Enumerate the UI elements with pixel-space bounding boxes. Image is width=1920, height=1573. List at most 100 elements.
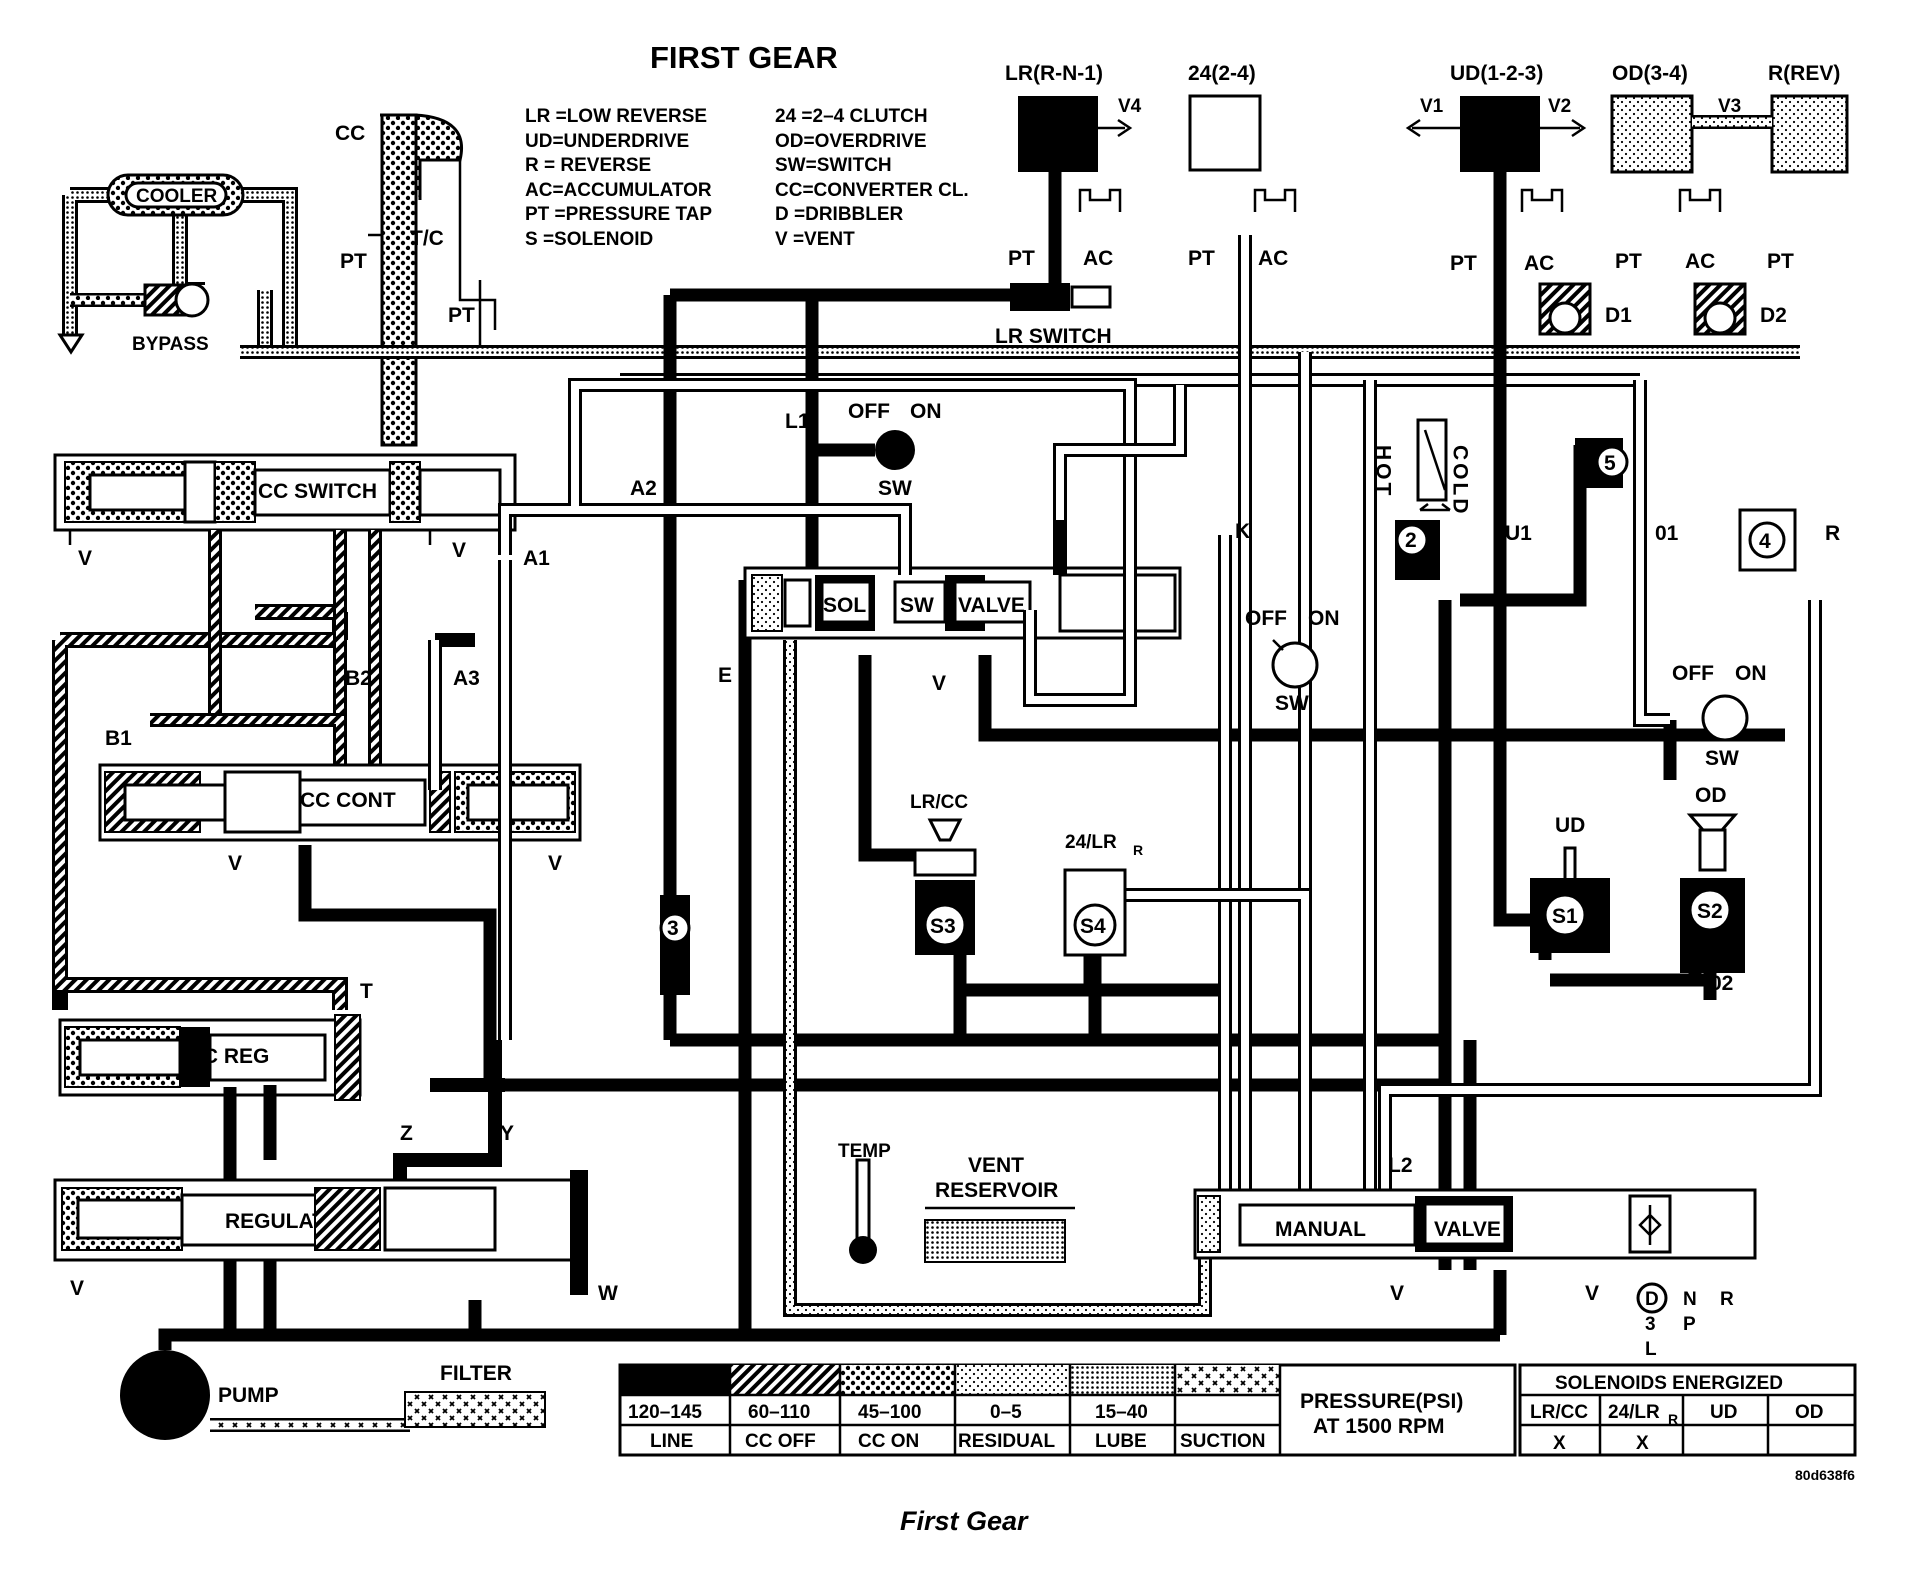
svg-text:UD: UD: [1710, 1402, 1737, 1423]
svg-text:CC OFF: CC OFF: [745, 1431, 816, 1452]
svg-text:V: V: [228, 852, 242, 875]
svg-text:3: 3: [1645, 1314, 1656, 1335]
abbrev-od: OD=OVERDRIVE: [775, 131, 927, 152]
svg-text:A3: A3: [453, 667, 480, 690]
cc-cont-label: CC CONT: [300, 789, 396, 812]
svg-text:D2: D2: [1760, 304, 1787, 327]
svg-text:B1: B1: [105, 727, 132, 750]
bypass-label: BYPASS: [132, 334, 209, 355]
pressure-regulator-valve: REGULATOR V W Z Y: [53, 1122, 618, 1305]
svg-text:15–40: 15–40: [1095, 1402, 1148, 1423]
svg-text:N: N: [1683, 1289, 1697, 1310]
svg-text:V: V: [548, 852, 562, 875]
svg-text:LR/CC: LR/CC: [910, 792, 968, 813]
svg-text:L2: L2: [1388, 1154, 1413, 1177]
svg-text:4: 4: [1759, 530, 1771, 553]
check-5: 5 01: [1575, 438, 1679, 545]
cc-switch-label: CC SWITCH: [258, 480, 377, 503]
svg-text:PT: PT: [1450, 252, 1477, 275]
svg-text:OFF: OFF: [848, 400, 890, 423]
svg-text:0–5: 0–5: [990, 1402, 1022, 1423]
svg-text:T/C: T/C: [410, 227, 444, 250]
abbrev-legend-right: 24 =2–4 CLUTCH OD=OVERDRIVE SW=SWITCH CC…: [775, 106, 969, 250]
check-3: 3: [659, 895, 691, 1040]
solenoid-switch-valve: SOL SW VALVE V E: [718, 566, 1182, 695]
svg-text:V: V: [932, 672, 946, 695]
cc-off-lines: B1 B2: [52, 530, 382, 1010]
pump-label: PUMP: [218, 1384, 279, 1407]
svg-text:PT: PT: [448, 304, 475, 327]
svg-text:SOLENOIDS ENERGIZED: SOLENOIDS ENERGIZED: [1555, 1373, 1783, 1394]
dribbler-d2: D2: [1693, 282, 1787, 336]
svg-text:X: X: [1636, 1433, 1649, 1454]
swatch-cc-on: [840, 1365, 955, 1395]
abbrev-sw: SW=SWITCH: [775, 155, 892, 176]
accumulators: [1078, 188, 1722, 212]
torque-converter: CC T/C PT PT: [335, 113, 497, 447]
svg-text:AC: AC: [1685, 250, 1715, 273]
svg-text:U1: U1: [1505, 522, 1532, 545]
swatch-cc-off: [730, 1365, 840, 1395]
svg-text:2: 2: [1405, 529, 1417, 552]
svg-text:RESIDUAL: RESIDUAL: [958, 1431, 1056, 1452]
svg-text:E: E: [718, 664, 732, 687]
gear-selector: D 3 L N P R: [1636, 1282, 1734, 1360]
svg-text:R: R: [1720, 1289, 1734, 1310]
svg-text:PRESSURE(PSI): PRESSURE(PSI): [1300, 1390, 1463, 1413]
solenoid-s4: 24/LR R S4: [1063, 832, 1143, 990]
temp-sensor: TEMP: [838, 1141, 891, 1264]
svg-text:5: 5: [1604, 452, 1616, 475]
swatch-residual: [955, 1365, 1070, 1395]
svg-text:LR/CC: LR/CC: [1530, 1402, 1588, 1423]
swatch-line: [620, 1365, 730, 1395]
svg-text:24(2-4): 24(2-4): [1188, 62, 1256, 85]
svg-text:60–110: 60–110: [748, 1402, 810, 1423]
abbrev-r: R = REVERSE: [525, 155, 651, 176]
svg-text:V: V: [452, 539, 466, 562]
svg-text:S4: S4: [1080, 915, 1106, 938]
svg-text:V: V: [78, 547, 92, 570]
svg-text:Z: Z: [400, 1122, 413, 1145]
pump: PUMP: [120, 1328, 1500, 1440]
svg-text:V2: V2: [1548, 96, 1571, 117]
svg-text:K: K: [1235, 520, 1250, 543]
svg-text:LR(R-N-1): LR(R-N-1): [1005, 62, 1103, 85]
clutch-ud: UD(1-2-3) V1 V2 PT AC: [1405, 62, 1587, 275]
abbrev-ac: AC=ACCUMULATOR: [525, 180, 712, 201]
check-4: 4 R: [1738, 508, 1840, 572]
figure-caption: First Gear: [900, 1506, 1029, 1536]
svg-text:SW: SW: [1705, 747, 1739, 770]
solenoid-s1: UD S1: [1530, 814, 1610, 953]
svg-text:T: T: [360, 980, 373, 1003]
tc-reg-label: TC REG: [190, 1045, 269, 1068]
swatch-lube: [1070, 1365, 1175, 1395]
svg-text:RESERVOIR: RESERVOIR: [935, 1179, 1058, 1202]
abbrev-d: D =DRIBBLER: [775, 204, 904, 225]
clutch-lr: LR(R-N-1) V4 PT AC: [1005, 62, 1142, 270]
svg-text:B2: B2: [345, 667, 372, 690]
svg-text:45–100: 45–100: [858, 1402, 921, 1423]
k-switch: OFF ON SW: [1245, 607, 1340, 715]
svg-text:24/LR: 24/LR: [1065, 832, 1117, 853]
svg-text:V3: V3: [1718, 96, 1741, 117]
svg-text:S3: S3: [930, 915, 956, 938]
svg-text:02: 02: [1710, 972, 1733, 995]
svg-text:CC ON: CC ON: [858, 1431, 919, 1452]
svg-text:PT: PT: [1188, 247, 1215, 270]
svg-text:SW: SW: [878, 477, 912, 500]
svg-text:PT: PT: [1767, 250, 1794, 273]
svg-text:PT: PT: [340, 250, 367, 273]
abbrev-v: V =VENT: [775, 229, 855, 250]
svg-text:PT: PT: [1615, 250, 1642, 273]
svg-text:OD: OD: [1695, 784, 1727, 807]
svg-text:V4: V4: [1118, 96, 1142, 117]
svg-text:Y: Y: [500, 1122, 514, 1145]
svg-text:SUCTION: SUCTION: [1180, 1431, 1266, 1452]
svg-text:120–145: 120–145: [628, 1402, 702, 1423]
svg-text:V: V: [1390, 1282, 1404, 1305]
svg-text:SW: SW: [1275, 692, 1309, 715]
solenoid-s3: LR/CC S3: [865, 792, 977, 1040]
svg-text:D1: D1: [1605, 304, 1632, 327]
svg-text:R: R: [1668, 1411, 1678, 1427]
